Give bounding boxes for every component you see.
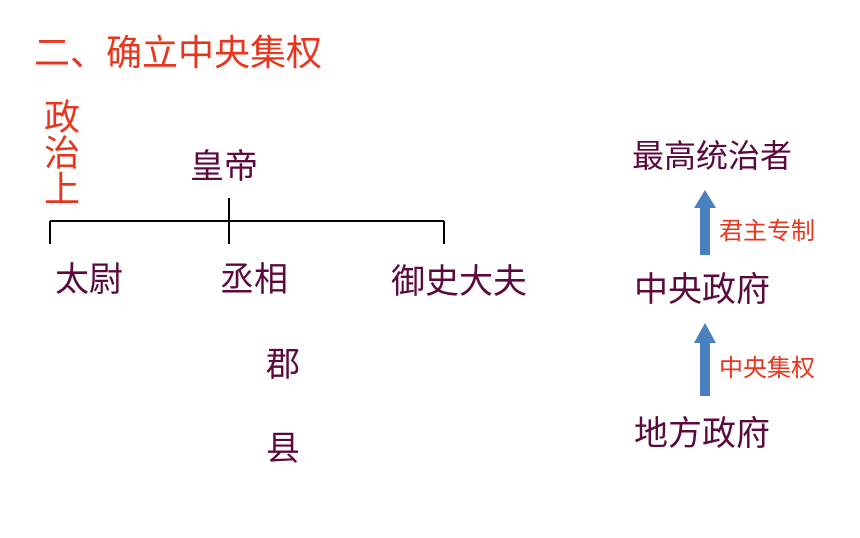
upper-arrow-icon (694, 190, 716, 255)
lower-arrow-label: 中央集权 (719, 354, 815, 382)
node-taiwei: 太尉 (55, 260, 123, 300)
hierarchy-top: 最高统治者 (632, 137, 793, 175)
node-yushidafu: 御史大夫 (391, 262, 527, 302)
side-label: 政治上 (38, 98, 79, 206)
node-emperor: 皇帝 (190, 147, 258, 187)
hierarchy-bottom: 地方政府 (634, 414, 770, 454)
lower-arrow-icon (694, 323, 716, 396)
node-chengxiang: 丞相 (220, 260, 288, 300)
upper-arrow-label: 君主专制 (719, 217, 815, 245)
hierarchy-middle: 中央政府 (634, 270, 770, 310)
node-xian: 县 (266, 429, 300, 469)
page-title: 二、确立中央集权 (34, 33, 323, 74)
node-jun: 郡 (266, 345, 300, 385)
